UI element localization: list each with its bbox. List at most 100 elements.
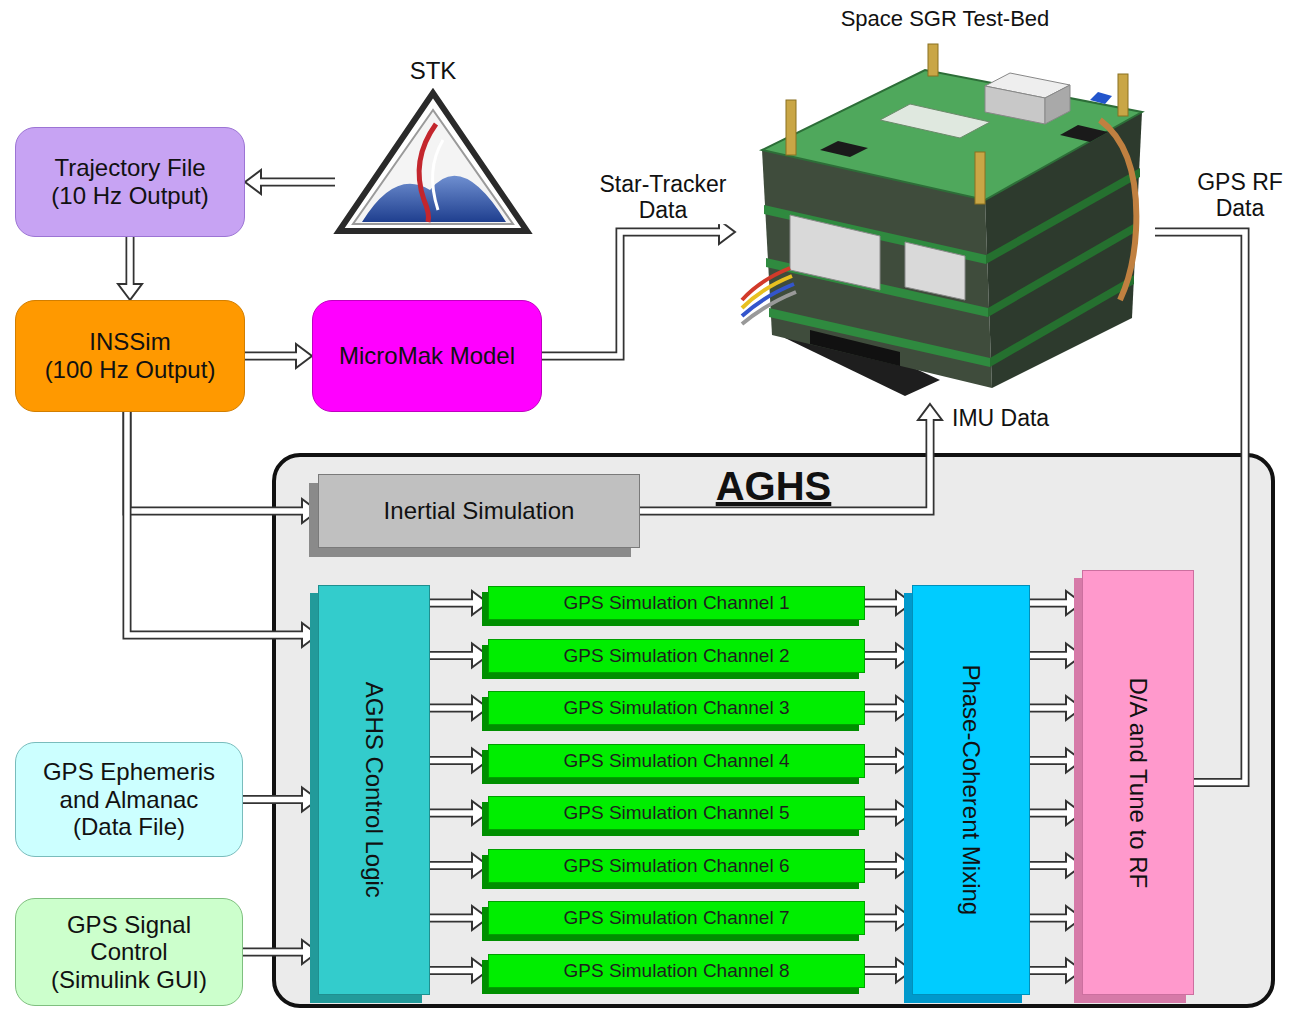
arrowhead <box>472 644 488 668</box>
standoff <box>1118 74 1128 116</box>
connector <box>1030 749 1082 773</box>
control-logic-block: AGHS Control Logic <box>318 585 430 995</box>
connector-outline <box>865 704 896 713</box>
connector <box>430 854 488 878</box>
connector <box>1030 696 1082 720</box>
connector <box>245 344 312 368</box>
text-line: GPS Ephemeris <box>43 758 215 785</box>
connector-outline <box>430 809 472 818</box>
connector-fill <box>127 237 133 287</box>
text-line: and Almanac <box>60 786 199 813</box>
node-label: GPS Simulation Channel 6 <box>563 855 789 877</box>
node-label: GPS Simulation Channel 2 <box>563 645 789 667</box>
text-line: GPS Simulation Channel 1 <box>563 592 789 613</box>
channel-block: GPS Simulation Channel 5 <box>488 796 865 830</box>
node-label: GPS Simulation Channel 1 <box>563 592 789 614</box>
node-label: AGHS Control Logic <box>360 682 388 898</box>
text-line: INSSim <box>89 328 170 355</box>
system-panel: AGHSInertial SimulationAGHS Control Logi… <box>272 453 1275 1008</box>
connector <box>430 591 488 615</box>
connector-outline <box>1030 599 1066 608</box>
connector <box>865 696 912 720</box>
edge-label-anchor: IMU Data <box>950 405 1051 431</box>
arrowhead <box>118 284 142 300</box>
connector <box>865 591 912 615</box>
coax-cable <box>1100 120 1136 300</box>
connector <box>430 644 488 668</box>
connector-fill <box>430 863 475 869</box>
board-edge <box>988 222 1137 317</box>
text-line: Control <box>90 938 167 965</box>
connector <box>865 906 912 930</box>
node-label: INSSim (100 Hz Output) <box>45 328 216 383</box>
connector <box>430 696 488 720</box>
connector-fill <box>430 810 475 816</box>
arrowhead <box>472 749 488 773</box>
node-label: Phase-Coherent Mixing <box>957 665 985 916</box>
node-label: GPS Signal Control (Simulink GUI) <box>51 911 207 994</box>
connector <box>1030 959 1082 983</box>
wire <box>742 268 790 300</box>
channel-block: GPS Simulation Channel 1 <box>488 586 865 620</box>
connector-outline <box>1030 756 1066 765</box>
connector <box>1030 801 1082 825</box>
connector <box>1030 644 1082 668</box>
arrowhead <box>1066 749 1082 773</box>
arrowhead <box>1066 696 1082 720</box>
arrowhead <box>245 170 261 194</box>
text-line: Space SGR Test-Bed <box>841 6 1050 31</box>
wire <box>742 292 796 324</box>
connector-outline <box>865 599 896 608</box>
connector <box>865 959 912 983</box>
edge-label: GPS RF Data <box>1195 169 1285 222</box>
node-label: MicroMak Model <box>339 342 515 370</box>
simulation-block: Inertial Simulation <box>318 474 640 548</box>
text-line: GPS Simulation Channel 3 <box>563 697 789 718</box>
arrowhead <box>896 591 912 615</box>
connector-fill <box>127 412 305 635</box>
connector-outline <box>865 809 896 818</box>
connector <box>865 749 912 773</box>
connector-fill <box>243 949 305 955</box>
node-label: GPS Ephemeris and Almanac (Data File) <box>43 758 215 841</box>
connector-block <box>810 330 900 366</box>
connector-fill <box>245 353 299 359</box>
chip <box>820 141 868 157</box>
arrowhead <box>896 854 912 878</box>
connector <box>542 220 735 356</box>
arrowhead <box>296 344 312 368</box>
connector <box>430 959 488 983</box>
text-line: STK <box>410 57 457 84</box>
connector <box>865 644 912 668</box>
connector-outline <box>1030 651 1066 660</box>
connector-outline <box>243 948 302 957</box>
node-label: GPS Simulation Channel 5 <box>563 802 789 824</box>
connector-fill <box>1030 968 1069 974</box>
arrowhead <box>1066 591 1082 615</box>
connector-fill <box>640 418 930 512</box>
connector <box>1090 92 1112 104</box>
connector <box>1030 591 1082 615</box>
connector-fill <box>865 653 899 659</box>
arrowhead <box>302 499 318 523</box>
standoff <box>786 100 796 155</box>
text-line: Trajectory File <box>54 154 205 181</box>
top-board <box>762 70 1142 200</box>
arrowhead <box>1066 801 1082 825</box>
text-line: Inertial Simulation <box>384 497 575 524</box>
text-line: GPS Simulation Channel 4 <box>563 750 789 771</box>
channel-block: GPS Simulation Channel 2 <box>488 639 865 673</box>
arrowhead <box>472 906 488 930</box>
text-line: GPS Simulation Channel 6 <box>563 855 789 876</box>
connector <box>127 412 318 647</box>
connector-fill <box>865 758 899 764</box>
arrowhead <box>896 644 912 668</box>
node-label: Trajectory File (10 Hz Output) <box>51 154 208 209</box>
connector-fill <box>243 797 305 803</box>
board-label <box>880 104 990 138</box>
arrowhead <box>302 788 318 812</box>
oscillator <box>1045 85 1070 124</box>
arrowhead <box>896 906 912 930</box>
text-line: GPS Signal <box>67 911 191 938</box>
